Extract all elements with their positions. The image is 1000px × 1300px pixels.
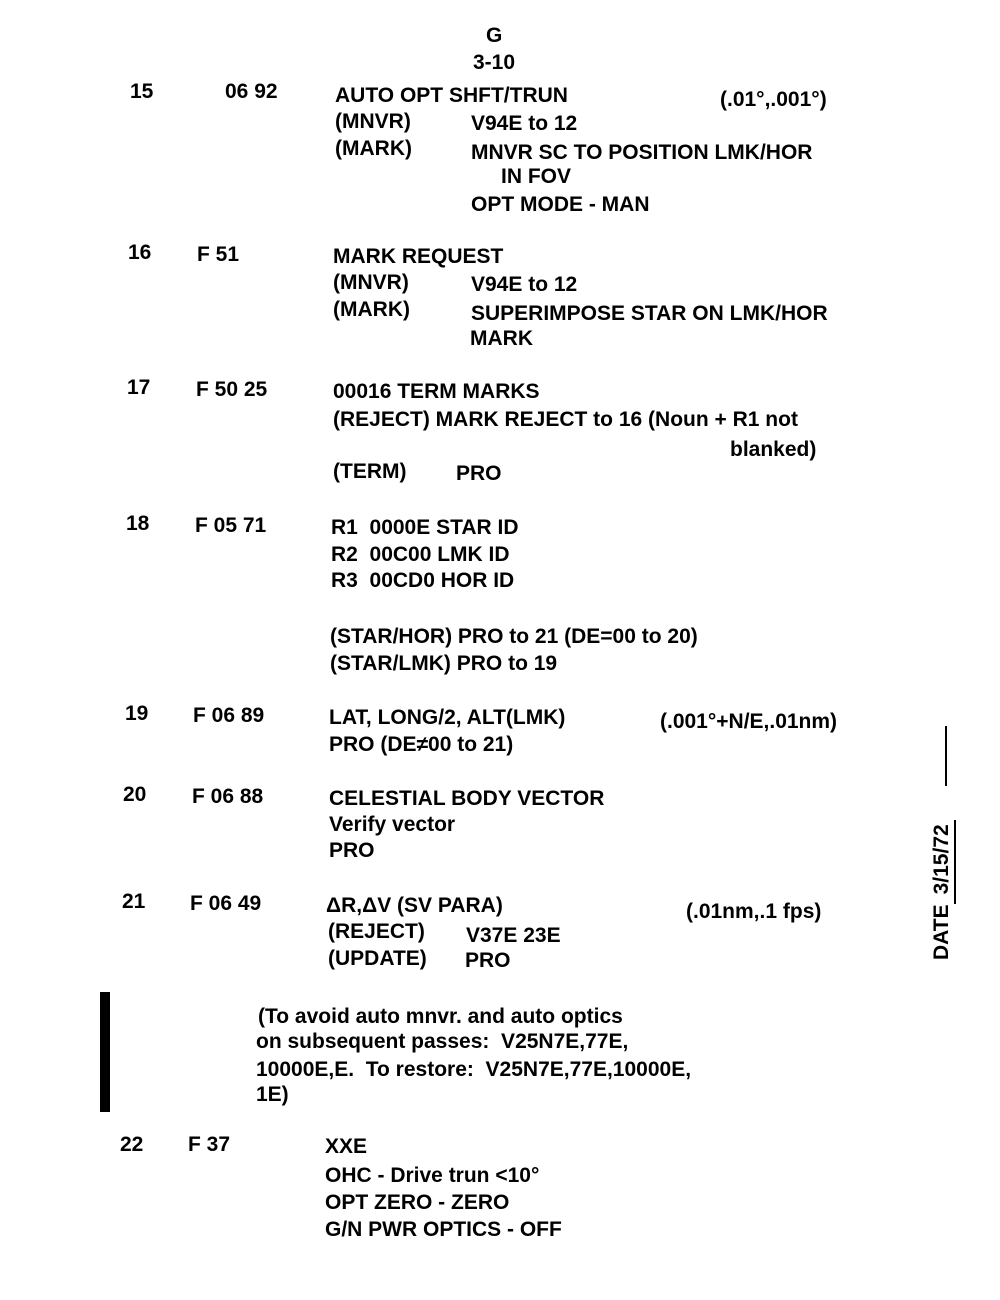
step-text: PRO [465, 949, 511, 972]
step-text: MARK [470, 327, 533, 350]
step-text: (MNVR) [335, 110, 411, 133]
step-number: 20 [123, 783, 147, 806]
step-number: 18 [126, 512, 150, 535]
note-line: (To avoid auto mnvr. and auto optics [258, 1005, 623, 1028]
step-text: (MARK) [333, 298, 410, 321]
step-text: SUPERIMPOSE STAR ON LMK/HOR [471, 302, 828, 325]
date-value: 3/15/72 [930, 820, 956, 905]
step-text: (MNVR) [333, 271, 409, 294]
step-text: PRO [456, 462, 502, 485]
note-line: 1E) [256, 1083, 289, 1106]
step-code: F 50 25 [196, 378, 268, 401]
step-text: (MARK) [335, 137, 412, 160]
step-text: PRO [329, 839, 375, 862]
step-text: MNVR SC TO POSITION LMK/HOR [471, 141, 813, 164]
step-text: PRO (DE≠00 to 21) [329, 733, 514, 756]
step-units: (.001°+N/E,.01nm) [660, 710, 838, 733]
step-number: 21 [122, 890, 146, 913]
step-text: blanked) [730, 438, 817, 461]
step-code: F 06 49 [190, 892, 262, 915]
step-text: G/N PWR OPTICS - OFF [325, 1218, 562, 1241]
note-line: 10000E,E. To restore: V25N7E,77E,10000E, [256, 1058, 692, 1081]
step-text: Verify vector [329, 813, 456, 836]
change-bar [100, 992, 110, 1112]
step-code: F 05 71 [195, 514, 267, 537]
step-text: V94E to 12 [471, 273, 578, 296]
step-text: XXE [325, 1135, 368, 1158]
step-text: (UPDATE) [328, 947, 427, 970]
section-letter: G [486, 24, 503, 47]
step-text: R1 0000E STAR ID [331, 516, 519, 539]
page-number: 3-10 [473, 51, 516, 74]
step-text: OPT MODE - MAN [471, 193, 650, 216]
step-units: (.01°,.001°) [720, 88, 827, 111]
step-text: MARK REQUEST [333, 245, 504, 268]
step-text: OHC - Drive trun <10° [325, 1164, 540, 1187]
step-text: 00016 TERM MARKS [333, 380, 540, 403]
step-text: R2 00C00 LMK ID [331, 543, 510, 566]
step-code: F 37 [188, 1133, 231, 1156]
step-units: (.01nm,.1 fps) [686, 900, 822, 923]
step-code: F 06 89 [193, 704, 265, 727]
step-text: AUTO OPT SHFT/TRUN [335, 84, 568, 107]
step-text: CELESTIAL BODY VECTOR [329, 787, 605, 810]
date-label: DATE [930, 904, 953, 960]
step-text: (STAR/LMK) PRO to 19 [330, 652, 558, 675]
step-text: ΔR,ΔV (SV PARA) [326, 894, 503, 917]
step-code: F 06 88 [192, 785, 264, 808]
step-number: 17 [127, 376, 151, 399]
step-number: 16 [128, 241, 152, 264]
step-text: V37E 23E [466, 924, 561, 947]
step-text: IN FOV [501, 165, 572, 188]
step-text: OPT ZERO - ZERO [325, 1191, 510, 1214]
step-number: 15 [130, 80, 154, 103]
step-text: (STAR/HOR) PRO to 21 (DE=00 to 20) [330, 625, 698, 648]
step-text: (REJECT) [328, 920, 425, 943]
date-stamp: DATE3/15/72 [930, 820, 956, 960]
note-line: on subsequent passes: V25N7E,77E, [256, 1030, 629, 1053]
step-text: R3 00CD0 HOR ID [331, 569, 515, 592]
step-number: 22 [120, 1133, 144, 1156]
step-number: 19 [125, 702, 149, 725]
date-line-extension [945, 726, 947, 786]
step-code: 06 92 [225, 80, 278, 103]
step-text: V94E to 12 [471, 112, 578, 135]
step-text: LAT, LONG/2, ALT(LMK) [329, 706, 566, 729]
step-text: (TERM) [333, 460, 407, 483]
step-text: (REJECT) MARK REJECT to 16 (Noun + R1 no… [333, 408, 798, 431]
step-code: F 51 [197, 243, 240, 266]
